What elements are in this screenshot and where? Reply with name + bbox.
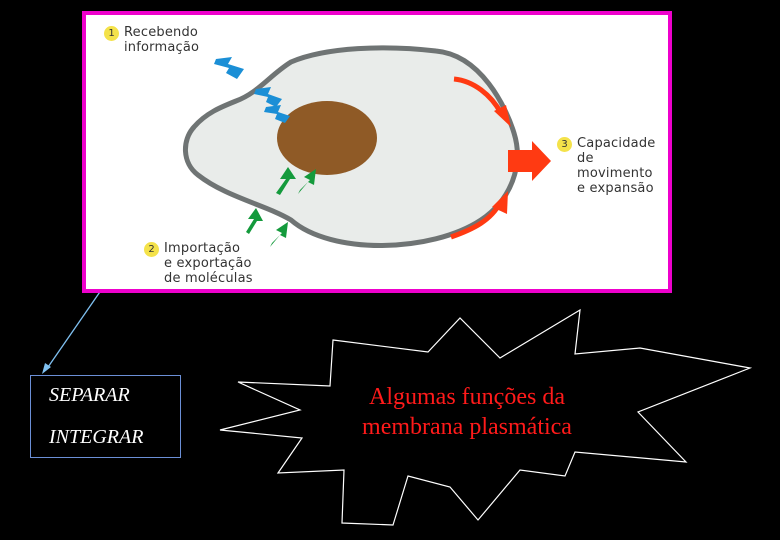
badge-1: 1: [104, 26, 119, 41]
callout-title: Algumas funções da membrana plasmática: [322, 382, 612, 442]
movement-arrowhead-bottom: [492, 191, 508, 214]
label-movement-expansion: Capacidade de movimento e expansão: [577, 136, 668, 196]
nucleus: [277, 101, 377, 175]
keyword-integrar: INTEGRAR: [49, 426, 144, 448]
keyword-box: SEPARAR INTEGRAR: [30, 375, 181, 458]
badge-3: 3: [557, 137, 572, 152]
movement-arrowhead-top: [494, 105, 511, 127]
signal-arrows: [214, 57, 290, 123]
title-line-1: Algumas funções da: [369, 384, 565, 410]
label-1-line-1: Recebendo: [124, 25, 199, 40]
label-import-export: Importação e exportação de moléculas: [164, 241, 253, 286]
label-receiving-information: Recebendo informação: [124, 25, 199, 55]
label-1-line-2: informação: [124, 40, 200, 55]
keyword-separar: SEPARAR: [49, 384, 130, 406]
transport-arrows: [246, 167, 316, 247]
label-2-line-1: Importação: [164, 241, 241, 256]
label-3-line-3: e expansão: [577, 181, 654, 196]
starburst-callout: [219, 308, 753, 526]
label-2-line-3: de moléculas: [164, 271, 253, 286]
badge-2: 2: [144, 242, 159, 257]
figure-frame: 1 Recebendo informação 2 Importação e ex…: [82, 11, 672, 293]
pointer-arrowhead: [42, 363, 51, 374]
label-3-line-1: Capacidade: [577, 136, 656, 151]
cell-diagram: [183, 45, 551, 248]
label-2-line-2: e exportação: [164, 256, 252, 271]
title-line-2: membrana plasmática: [362, 414, 572, 440]
movement-arrow-top: [453, 76, 504, 115]
label-3-line-2: de movimento: [577, 151, 653, 181]
movement-arrow-right: [508, 141, 551, 181]
